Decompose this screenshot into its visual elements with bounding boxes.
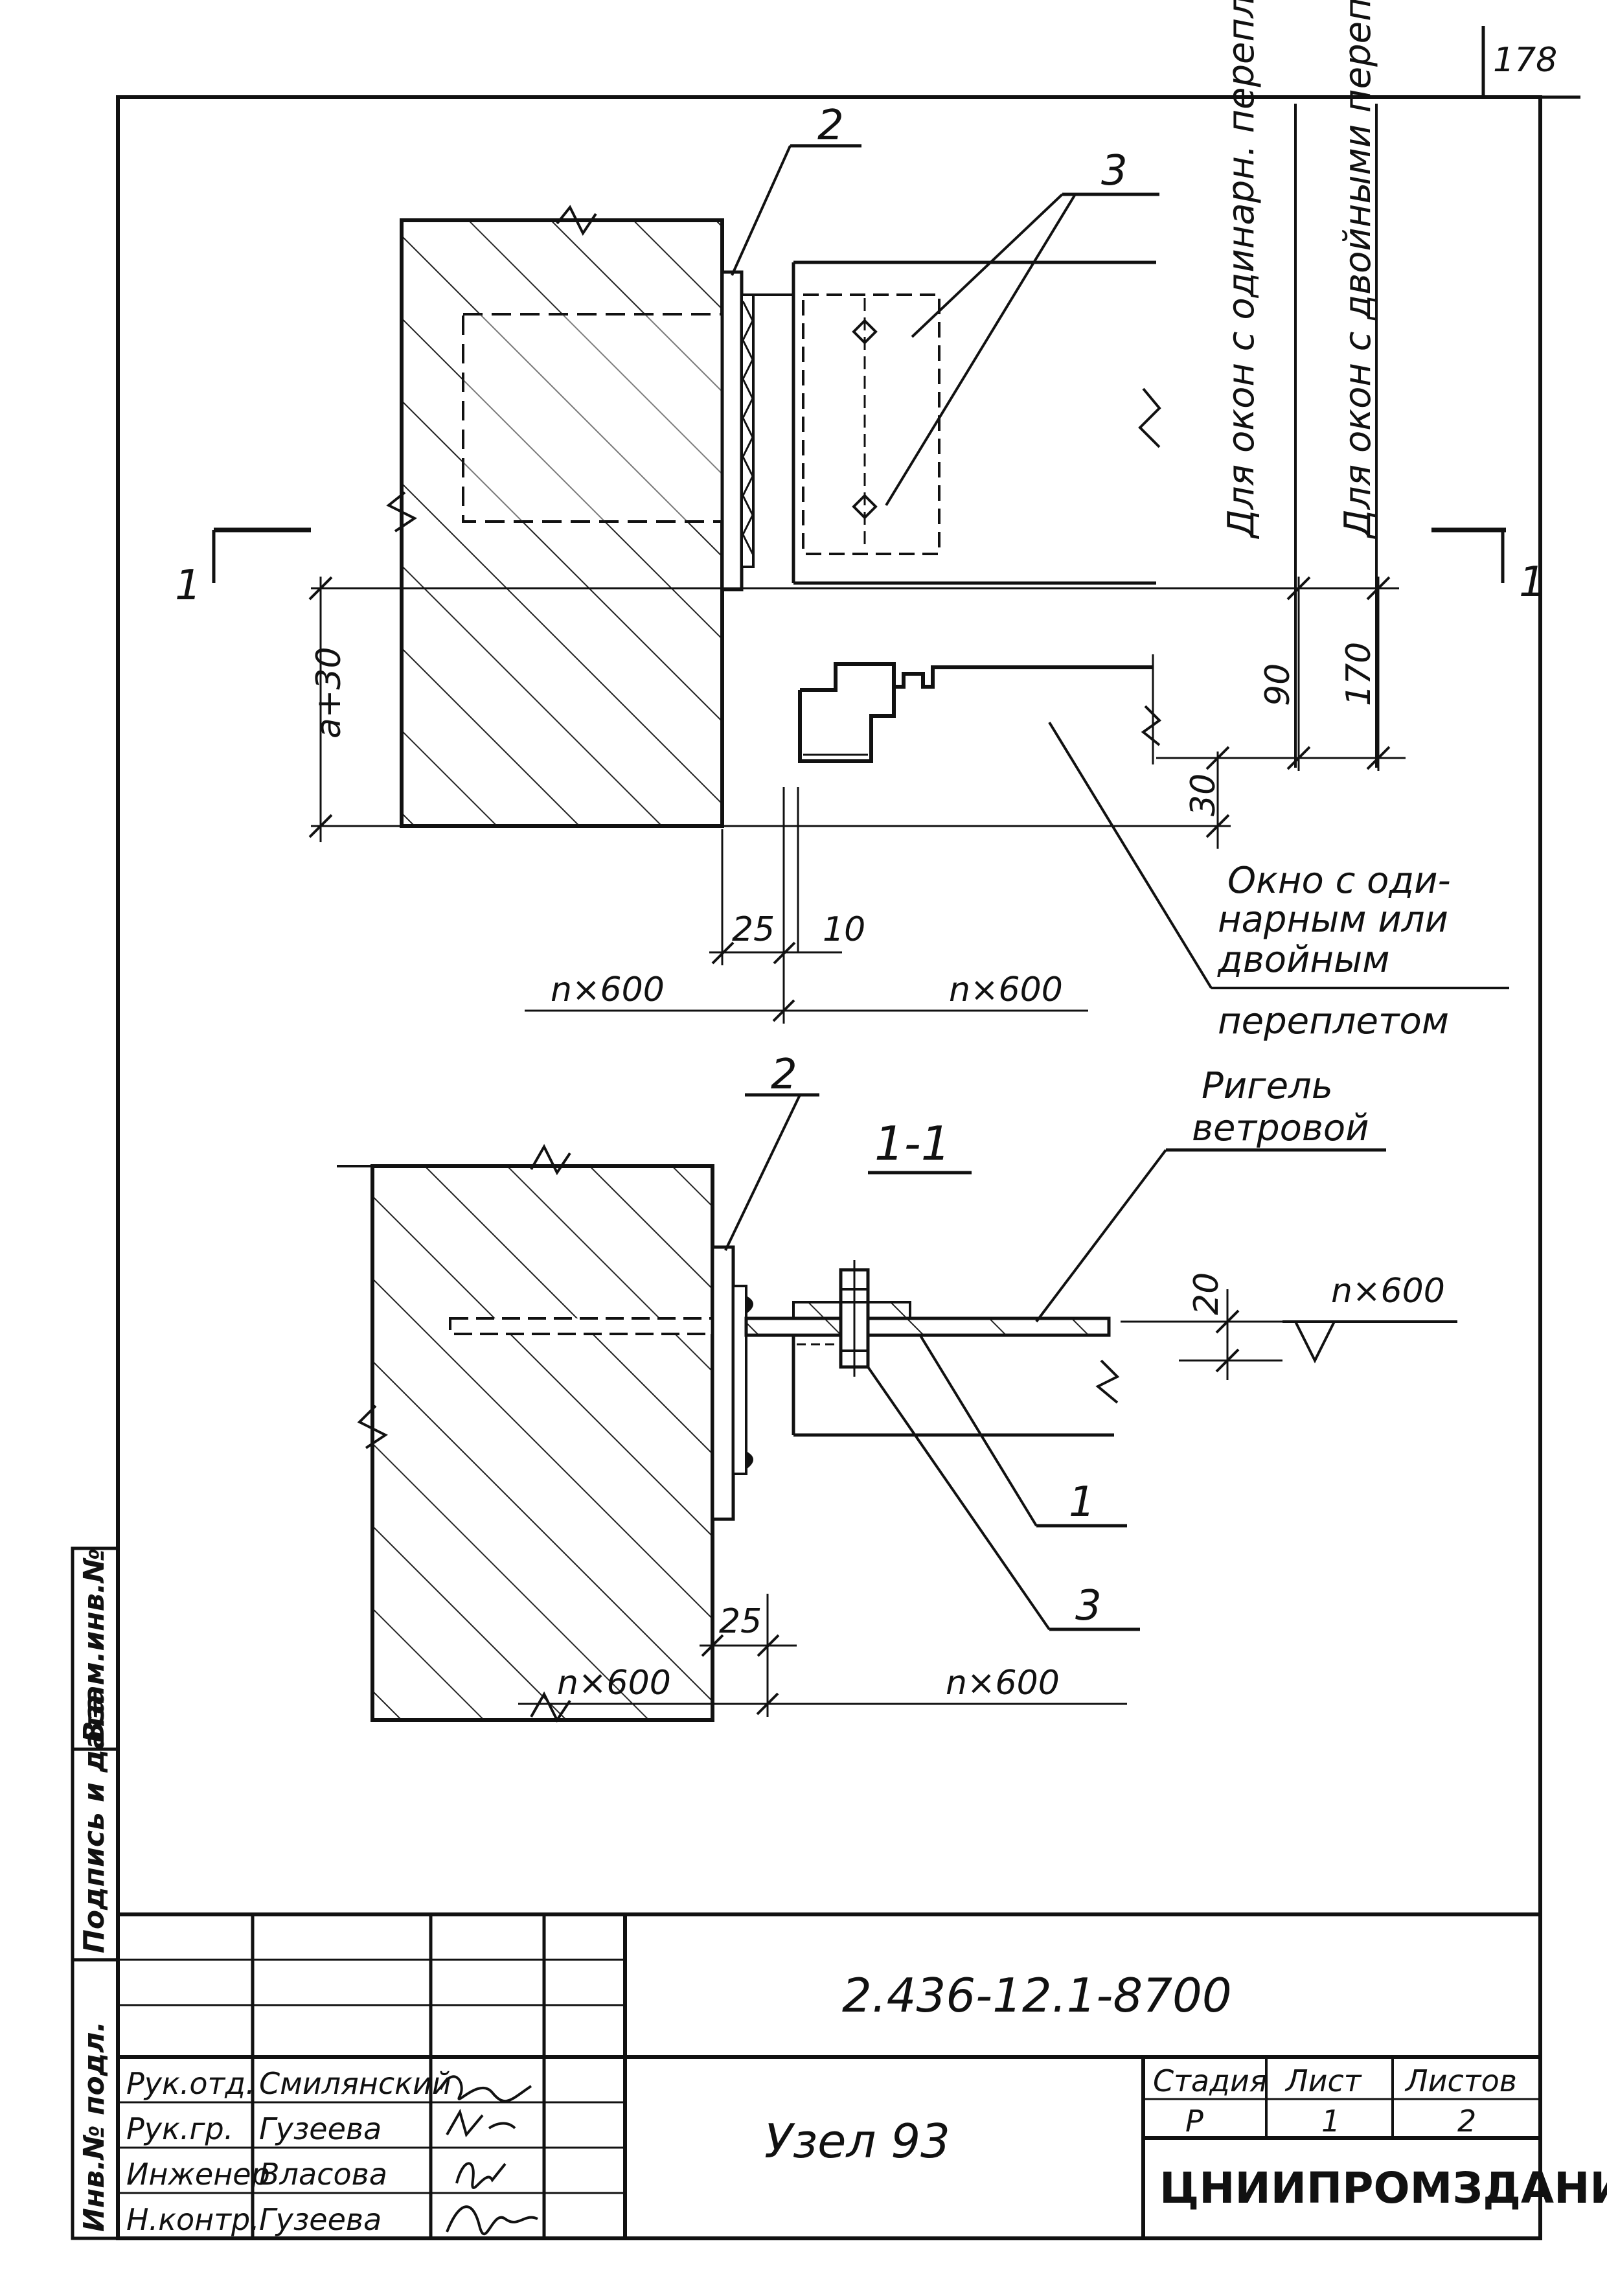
dim-30: 30 xyxy=(1184,774,1223,816)
masonry-wall-section xyxy=(370,1164,714,1722)
dim-170: 170 xyxy=(1339,642,1378,706)
callout-3-upper: 3 xyxy=(1101,147,1128,195)
side-stamp: Инв.№ подл. Подпись и дата Взам.инв.№ xyxy=(71,1546,120,2240)
name-2: Гузеева xyxy=(259,2111,382,2146)
page-number: 178 xyxy=(1493,41,1557,80)
signature-4 xyxy=(446,2205,538,2236)
dim-a30: a+30 xyxy=(310,647,348,739)
organization: ЦНИИПРОМЗДАНИЙ xyxy=(1159,2163,1607,2213)
dim-20: 20 xyxy=(1187,1272,1226,1315)
window-note-line2: нарным или xyxy=(1218,899,1448,941)
name-3: Власова xyxy=(259,2157,387,2192)
role-3: Инженер xyxy=(126,2157,270,2192)
name-4: Гузеева xyxy=(259,2202,382,2237)
dim-nx600-section-right: n×600 xyxy=(946,1664,1060,1703)
rigel-note-line2: ветровой xyxy=(1192,1107,1369,1149)
section-view-1-1: 1-1 2 Ригель ветровой xyxy=(337,1051,1457,1723)
drawing-frame xyxy=(116,95,1542,2240)
window-note-line1: Окно с оди- xyxy=(1227,860,1451,902)
note-single-frame: Для окон с одинарн. переплетами xyxy=(1220,0,1262,540)
callout-2-section: 2 xyxy=(771,1051,797,1099)
stage-value: Р xyxy=(1185,2104,1203,2139)
dim-25-section: 25 xyxy=(719,1602,762,1641)
section-mark-right: 1 xyxy=(1519,558,1545,606)
rigel-note-line1: Ригель xyxy=(1202,1065,1333,1107)
dim-nx600-section-left: n×600 xyxy=(557,1664,671,1703)
callout-1-section: 1 xyxy=(1069,1478,1095,1526)
masonry-wall-upper xyxy=(400,218,724,828)
sheets-value: 2 xyxy=(1457,2104,1476,2139)
sheet-header: Лист xyxy=(1284,2063,1362,2098)
signature-1 xyxy=(439,2075,532,2103)
note-double-frame: Для окон с двойными переплетами xyxy=(1337,0,1379,540)
signature-2 xyxy=(446,2108,516,2138)
section-title: 1-1 xyxy=(874,1116,951,1171)
stage-header: Стадия xyxy=(1153,2063,1267,2098)
side-stamp-replaced-inv: Взам.инв.№ xyxy=(78,1548,111,1743)
side-stamp-signature-date: Подпись и дата xyxy=(78,1694,111,1953)
section-mark-left: 1 xyxy=(175,562,201,610)
dim-nx600-upper-right: n×600 xyxy=(949,970,1063,1009)
sheet-value: 1 xyxy=(1321,2104,1340,2139)
role-4: Н.контр. xyxy=(126,2202,260,2237)
dim-90: 90 xyxy=(1259,663,1297,706)
document-code: 2.436-12.1-8700 xyxy=(842,1968,1232,2023)
window-note-line3: двойным xyxy=(1217,939,1389,981)
side-stamp-inv-original: Инв.№ подл. xyxy=(78,2021,111,2232)
signature-3 xyxy=(455,2162,507,2189)
upper-view: 2 3 1 1 Для окон с одинарн. переплетами … xyxy=(175,0,1545,1042)
callout-3-section: 3 xyxy=(1075,1582,1102,1630)
sheets-header: Листов xyxy=(1404,2063,1517,2098)
dim-25-upper: 25 xyxy=(732,910,775,949)
role-1: Рук.отд. xyxy=(126,2066,255,2101)
title-block: 2.436-12.1-8700 Узел 93 Стадия Лист Лист… xyxy=(118,1912,1607,2238)
name-1: Смилянский xyxy=(259,2066,451,2101)
dim-nx600-upper-left: n×600 xyxy=(551,970,665,1009)
role-2: Рук.гр. xyxy=(126,2111,233,2146)
window-note-line4: переплетом xyxy=(1218,1000,1449,1042)
dim-nx600-level: n×600 xyxy=(1331,1272,1445,1311)
sheet-title: Узел 93 xyxy=(764,2114,950,2168)
callout-2-upper: 2 xyxy=(817,102,844,150)
dim-10: 10 xyxy=(823,910,865,949)
